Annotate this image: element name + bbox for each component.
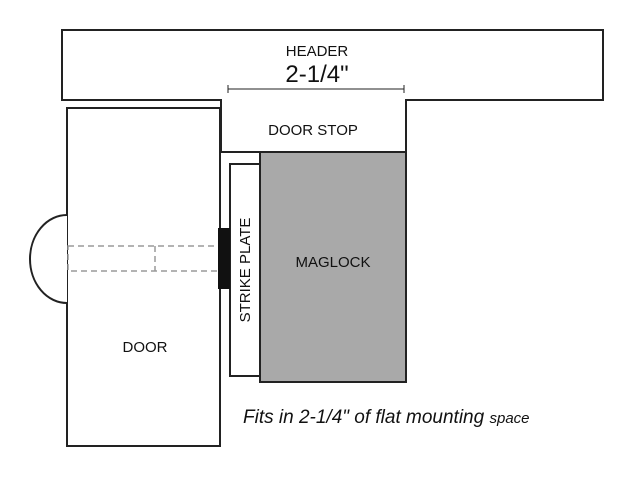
caption-small: space bbox=[489, 410, 529, 427]
dimension-line bbox=[227, 85, 405, 93]
caption-main: Fits in 2-1/4" of flat mounting bbox=[243, 407, 489, 428]
dimension-label: 2-1/4" bbox=[285, 61, 348, 88]
strike-plate-label: STRIKE PLATE bbox=[237, 218, 254, 323]
maglock-body bbox=[259, 151, 407, 383]
door-label: DOOR bbox=[123, 339, 168, 356]
header-label: HEADER bbox=[286, 43, 349, 60]
maglock-label: MAGLOCK bbox=[295, 254, 370, 271]
door-panel bbox=[66, 107, 221, 447]
caption: Fits in 2-1/4" of flat mounting space bbox=[243, 407, 530, 428]
strike-block bbox=[218, 228, 230, 289]
door-stop-label: DOOR STOP bbox=[268, 122, 358, 139]
door-handle bbox=[29, 214, 68, 304]
